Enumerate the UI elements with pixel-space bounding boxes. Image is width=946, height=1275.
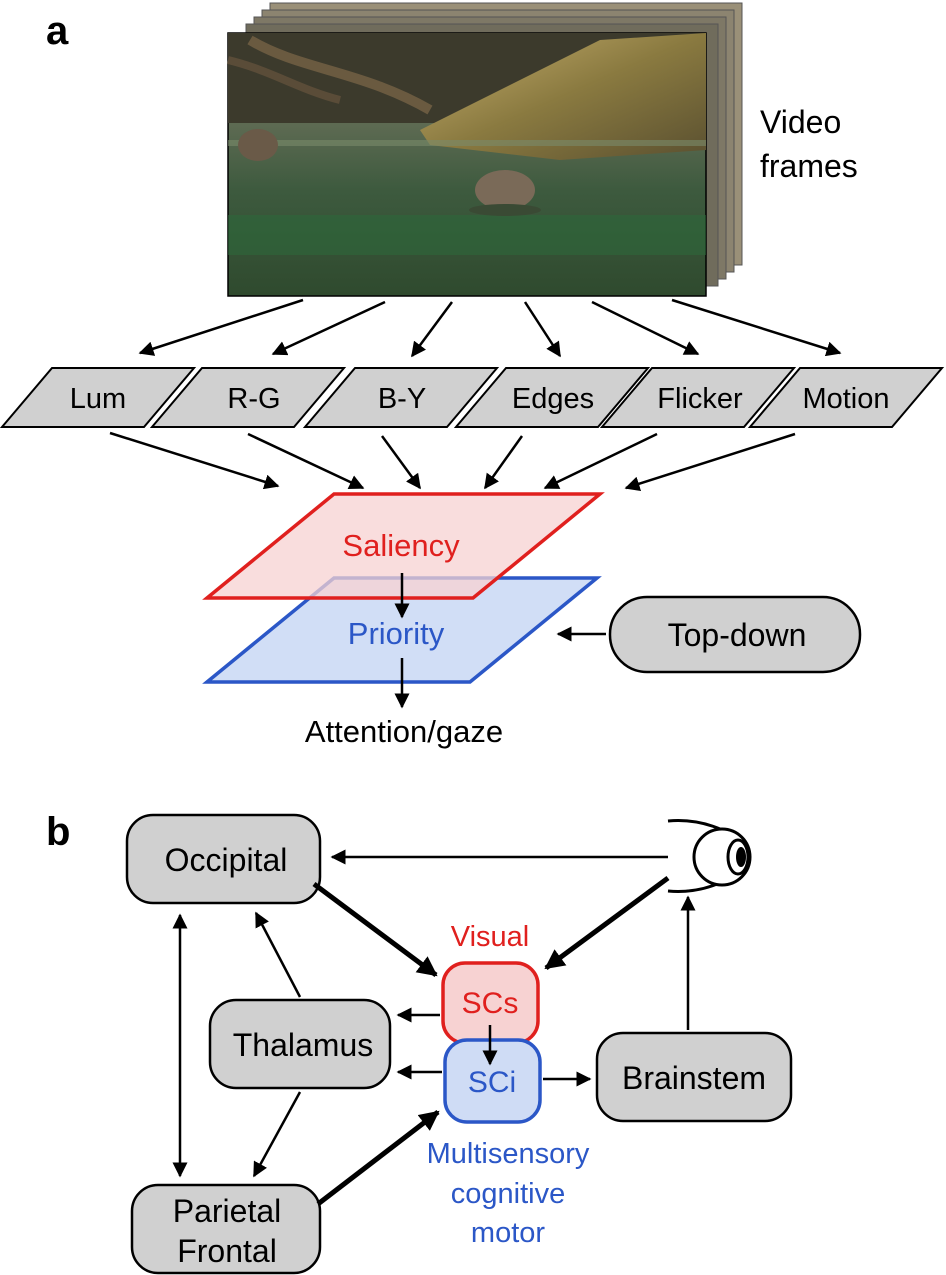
topdown-label: Top-down [668, 617, 807, 653]
frame-to-feature-arrows [138, 298, 842, 358]
motor-label: motor [471, 1217, 545, 1249]
parietal-to-sci-arrow [316, 1110, 440, 1206]
feature-by-label: B-Y [378, 383, 426, 415]
arrow-to-motion [671, 298, 842, 357]
occipital-to-scs-arrow [312, 881, 438, 978]
cognitive-label: cognitive [451, 1178, 565, 1210]
occipital-box [125, 813, 322, 905]
saliency-map [202, 492, 605, 600]
visual-label: Visual [451, 921, 529, 953]
parietal-label: Parietal [173, 1193, 282, 1229]
feature-to-saliency-arrows [109, 431, 796, 492]
panel-a-label: a [46, 9, 69, 53]
feature-lum-label: Lum [70, 383, 126, 415]
saliency-label: Saliency [342, 528, 460, 563]
priority-map [202, 576, 602, 684]
feature-lum-shape [0, 367, 197, 428]
eye-to-scs-arrow [544, 875, 670, 971]
video-frames-caption-2: frames [760, 148, 858, 184]
feature-rg-label: R-G [227, 383, 280, 415]
brainstem-label: Brainstem [622, 1060, 766, 1096]
pathway-arrows [172, 849, 696, 1206]
parietal-frontal-box [130, 1183, 322, 1275]
sci-label: SCi [468, 1066, 516, 1099]
attention-gaze-label: Attention/gaze [305, 714, 503, 749]
frontal-label: Frontal [177, 1233, 277, 1269]
topdown-box [608, 595, 862, 674]
video-frames-caption-1: Video [760, 104, 841, 140]
feature-maps: Lum R-G B-Y Edges Flicker Motion [0, 367, 945, 428]
arrow-to-lum [138, 298, 304, 356]
feature-flicker-shape [599, 367, 797, 428]
thalamus-label: Thalamus [233, 1027, 374, 1063]
thalamus-to-parietal-arrow [252, 1091, 302, 1178]
panel-b-label: b [46, 810, 70, 854]
occipital-label: Occipital [165, 842, 288, 878]
feature-edges-label: Edges [512, 383, 594, 415]
feature-motion-shape [747, 367, 945, 428]
arrow-to-by [410, 301, 454, 358]
multisensory-label: Multisensory [427, 1138, 590, 1170]
arrow-to-flicker [591, 300, 700, 356]
feature-flicker-label: Flicker [657, 383, 743, 415]
feature-motion-label: Motion [802, 383, 889, 415]
feature-by-shape [302, 367, 500, 428]
video-frame-image [227, 32, 707, 297]
thalamus-box [208, 998, 392, 1090]
brainstem-box [595, 1031, 793, 1123]
sci-box [443, 1038, 542, 1124]
feature-rg-shape [149, 367, 347, 428]
arrow-to-rg [271, 300, 386, 356]
video-frames-stack [227, 2, 743, 297]
priority-label: Priority [348, 616, 445, 651]
feature-edges-shape [453, 367, 651, 428]
thalamus-to-occipital-arrow [254, 911, 302, 998]
scs-label: SCs [462, 987, 519, 1020]
arrow-to-edges [523, 301, 562, 358]
eye-icon [667, 819, 752, 893]
